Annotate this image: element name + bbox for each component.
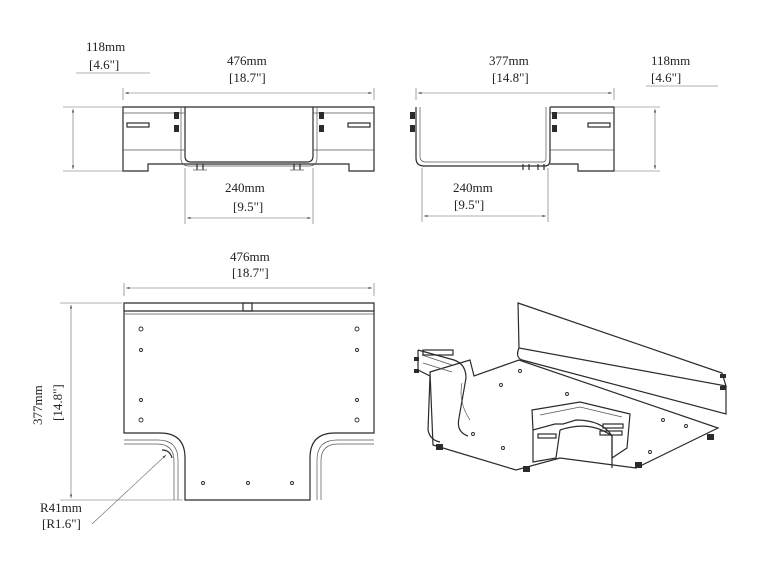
front-inner-in: [9.5"] — [233, 199, 263, 214]
side-inner-in: [9.5"] — [454, 197, 484, 212]
front-width-mm: 476mm — [227, 53, 267, 68]
top-radius-mm: R41mm — [40, 500, 82, 515]
front-inner-mm: 240mm — [225, 180, 265, 195]
isometric-view — [414, 302, 727, 472]
top-view — [123, 302, 375, 501]
side-height-mm: 118mm — [651, 53, 690, 68]
front-height-mm: 118mm — [86, 39, 125, 54]
top-width-in: [18.7"] — [232, 265, 269, 280]
top-width-mm: 476mm — [230, 249, 270, 264]
side-width-in: [14.8"] — [492, 70, 529, 85]
side-height-in: [4.6"] — [651, 70, 681, 85]
front-height-in: [4.6"] — [89, 57, 119, 72]
top-depth-in: [14.8"] — [50, 384, 65, 421]
top-dimensions: 476mm [18.7"] 377mm [14.8"] R41mm [R1.6"… — [30, 249, 375, 531]
front-width-in: [18.7"] — [229, 70, 266, 85]
front-dimensions: 118mm [4.6"] 476mm [18.7"] 240mm [9.5"] — [63, 39, 375, 224]
side-dimensions: 377mm [14.8"] 118mm [4.6"] 240mm [9.5"] — [415, 53, 718, 222]
top-radius-in: [R1.6"] — [42, 516, 81, 531]
side-width-mm: 377mm — [489, 53, 529, 68]
top-depth-mm: 377mm — [30, 385, 45, 425]
front-view — [122, 106, 375, 172]
side-inner-mm: 240mm — [453, 180, 493, 195]
side-view — [410, 106, 615, 172]
